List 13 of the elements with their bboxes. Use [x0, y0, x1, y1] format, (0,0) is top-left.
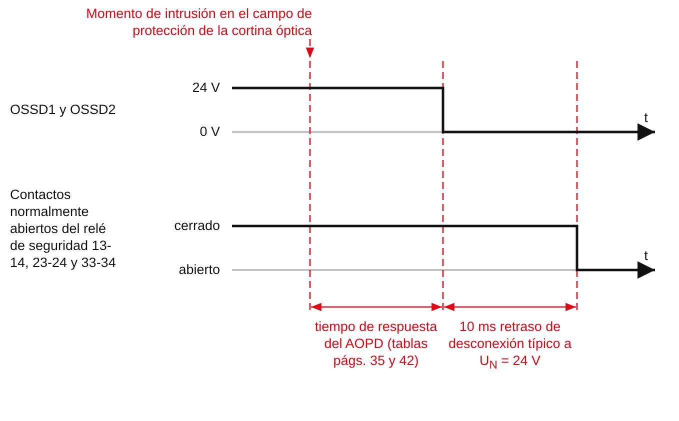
axis-label: t: [643, 109, 649, 126]
interval-label: 10 ms retraso de desconexión típico a U$_{N}$ = 24 V: [447, 318, 573, 374]
interval-label: tiempo de respuesta del AOPD (tablas págs. 35 y 42): [314, 318, 438, 369]
level-label: cerrado: [173, 217, 220, 234]
level-label: abierto: [178, 261, 220, 278]
axis-label: t: [643, 247, 649, 264]
level-label: 24 V: [191, 79, 220, 96]
level-label: 0 V: [198, 123, 220, 140]
signal-name: Contactos normalmente abiertos del relé de seguridad 13-14, 23-24 y 33-34: [10, 186, 117, 271]
time-marker-line: [309, 61, 311, 312]
signal-name: OSSD1 y OSSD2: [10, 101, 117, 118]
annotation-note: Momento de intrusión en el campo de protección de la cortina óptica: [62, 5, 312, 39]
leader-line: [306, 39, 314, 58]
